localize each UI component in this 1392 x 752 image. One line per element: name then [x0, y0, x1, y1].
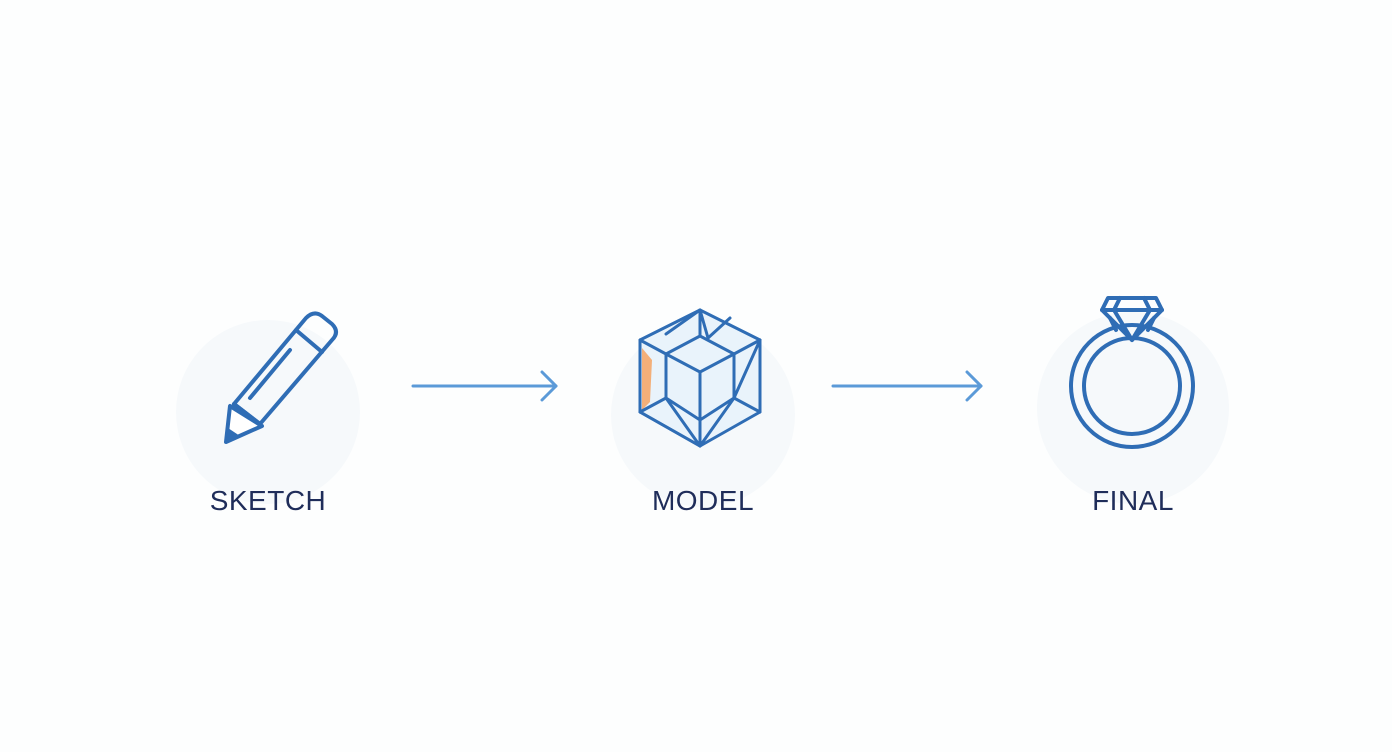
step-label-model: MODEL [651, 485, 755, 516]
wireframe-gem-icon [638, 308, 762, 448]
step-label-final: FINAL [1092, 485, 1174, 516]
diamond-ring-icon [1069, 296, 1195, 449]
pencil-icon [224, 311, 338, 444]
arrow-icon [831, 370, 983, 402]
arrow-icon [411, 370, 558, 402]
step-label-sketch: SKETCH [209, 485, 327, 516]
